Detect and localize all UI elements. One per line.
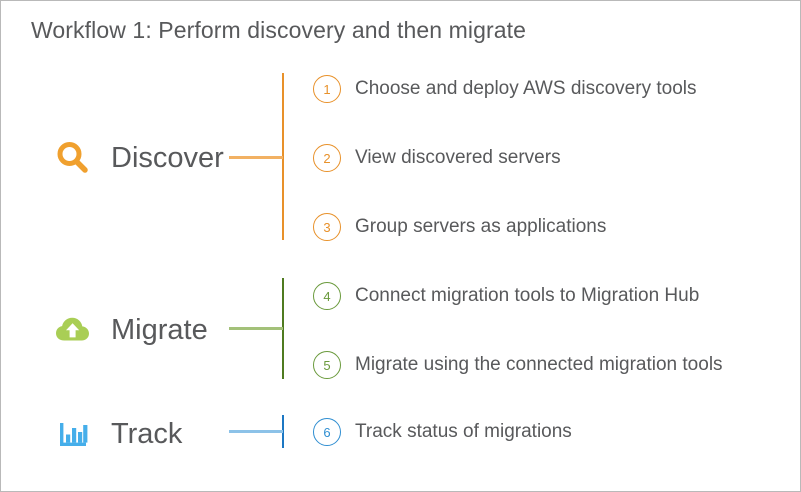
step-item: 2 View discovered servers xyxy=(313,142,561,174)
step-badge: 6 xyxy=(313,418,341,446)
phase-header-migrate: Migrate xyxy=(53,307,208,353)
step-item: 5 Migrate using the connected migration … xyxy=(313,349,723,381)
step-item: 1 Choose and deploy AWS discovery tools xyxy=(313,73,696,105)
step-label: Choose and deploy AWS discovery tools xyxy=(355,78,697,99)
phase-label-discover: Discover xyxy=(111,141,224,174)
step-item: 4 Connect migration tools to Migration H… xyxy=(313,280,699,312)
step-label: Track status of migrations xyxy=(355,421,572,442)
cloud-upload-icon xyxy=(56,317,89,341)
connector-rail-migrate xyxy=(282,278,284,379)
bar-chart-icon xyxy=(60,423,88,446)
step-badge: 3 xyxy=(313,213,341,241)
step-item: 3 Group servers as applications xyxy=(313,211,606,243)
phase-header-track: Track xyxy=(53,411,182,457)
connector-rail-discover xyxy=(282,73,284,240)
step-badge: 2 xyxy=(313,144,341,172)
step-label: View discovered servers xyxy=(355,147,561,168)
connector-stub-track xyxy=(229,430,283,433)
connector-stub-discover xyxy=(229,156,283,159)
step-label: Group servers as applications xyxy=(355,216,607,237)
connector-stub-migrate xyxy=(229,327,283,330)
connector-rail-track xyxy=(282,415,284,448)
step-badge: 5 xyxy=(313,351,341,379)
phase-label-track: Track xyxy=(111,417,183,450)
phase-label-migrate: Migrate xyxy=(111,313,208,346)
step-label: Migrate using the connected migration to… xyxy=(355,354,723,375)
phase-header-discover: Discover xyxy=(53,135,224,181)
step-label: Connect migration tools to Migration Hub xyxy=(355,285,700,306)
step-badge: 1 xyxy=(313,75,341,103)
magnifying-glass-icon xyxy=(57,142,88,173)
step-badge: 4 xyxy=(313,282,341,310)
step-item: 6 Track status of migrations xyxy=(313,416,572,448)
page-title: Workflow 1: Perform discovery and then m… xyxy=(31,17,527,43)
